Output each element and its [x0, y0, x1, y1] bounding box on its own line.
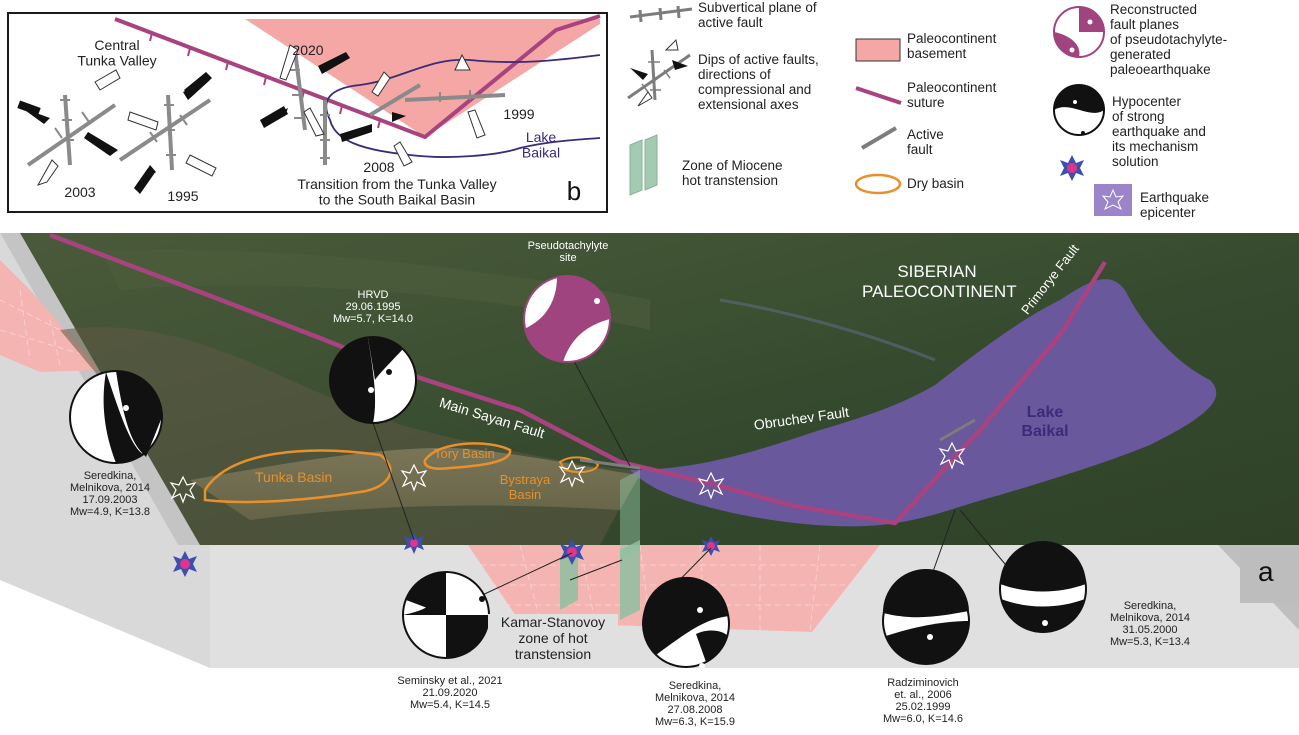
inset-panel-letter: b: [567, 176, 581, 206]
legend-hypocenter-label: Hypocenter of strong earthquake and its …: [1112, 94, 1206, 169]
miocene-zone-block: [560, 470, 640, 620]
event-1995-label: HRVD 29.06.1995 Mw=5.7, K=14.0: [332, 289, 414, 325]
mechanism-2000: [999, 541, 1087, 633]
legend-subvertical-label: Subvertical plane of active fault: [698, 0, 817, 30]
mechanism-2020: [402, 571, 490, 659]
legend-active-fault-label: Active fault: [907, 127, 944, 157]
tunka-basin-outline: [203, 449, 392, 504]
legend-dips-icon: [627, 38, 691, 107]
inset-lake-outline: [325, 54, 601, 158]
event-2003-label: Seredkina, Melnikova, 2014 17.09.2003 Mw…: [69, 470, 151, 518]
tunka-basin-label: Tunka Basin: [255, 469, 333, 485]
legend-miocene-label: Zone of Miocene hot transtension: [682, 158, 783, 188]
mechanism-pseudotachylyte: [523, 275, 611, 363]
connector-lines: [371, 347, 1011, 601]
bystraya-basin-outline: [558, 456, 600, 474]
legend-dry-basin-label: Dry basin: [907, 176, 965, 191]
mechanism-1995: [329, 336, 417, 424]
legend-hypocenter-icon: [1053, 84, 1105, 136]
inset-compression-arrows: [17, 52, 406, 194]
legend-suture-swatch: [855, 86, 902, 105]
legend-epicenter-icon: [1060, 155, 1084, 181]
legend: [627, 5, 1132, 216]
mechanism-1999: [882, 568, 970, 665]
event-2008-label: Seredkina, Melnikova, 2014 27.08.2008 Mw…: [654, 680, 736, 728]
inset-year-2008: 2008: [363, 159, 394, 175]
surface-active-faults: [579, 418, 976, 470]
event-2020-label: Seminsky et al., 2021 21.09.2020 Mw=5.4,…: [397, 675, 503, 711]
tory-basin-outline: [423, 442, 512, 470]
inset-basement: [115, 19, 600, 137]
inset-suture: [114, 14, 601, 140]
lake-baikal: [630, 279, 1217, 527]
inset-extension-arrows: [36, 44, 486, 186]
inset-year-2003: 2003: [64, 184, 95, 200]
pseudotachylyte-label: Pseudotachylyte site: [527, 240, 609, 264]
legend-basement-swatch: [855, 38, 901, 62]
legend-suture-label: Paleocontinent suture: [907, 80, 997, 110]
inset-year-2020: 2020: [292, 42, 323, 58]
mechanism-2003: [69, 370, 163, 464]
tunka-valley: [190, 447, 640, 520]
main-sayan-suture: [49, 232, 1107, 526]
event-1999-label: Radziminovich et. al., 2006 25.02.1999 M…: [882, 677, 964, 725]
bystraya-basin-label: Bystraya Basin: [499, 472, 551, 502]
legend-miocene-icon: [629, 134, 658, 196]
legend-dry-basin-swatch: [854, 173, 902, 195]
kamar-stanovoy-label: Kamar-Stanovoy zone of hot transtension: [488, 614, 618, 662]
block-diagram-a: [0, 232, 1299, 669]
legend-dips-label: Dips of active faults, directions of com…: [698, 52, 819, 112]
inset-year-1995: 1995: [167, 188, 198, 204]
inset-year-1999: 1999: [503, 106, 534, 122]
legend-subvertical-icon: [629, 5, 693, 23]
mechanism-2008: [642, 576, 730, 669]
legend-basement-label: Paleocontinent basement: [907, 31, 997, 61]
legend-epicenter-label: Earthquake epicenter: [1140, 190, 1210, 220]
siberian-label: SIBERIAN PALEOCONTINENT: [862, 262, 1017, 301]
lake-baikal-label: Lake Baikal: [1021, 404, 1069, 440]
legend-active-fault-swatch: [860, 126, 898, 150]
epicenter-markers: [169, 441, 966, 504]
event-2000-label: Seredkina, Melnikova, 2014 31.05.2000 Mw…: [1109, 600, 1191, 648]
legend-reconstructed-label: Reconstructed fault planes of pseudotach…: [1110, 2, 1228, 77]
panel-a-letter: a: [1258, 556, 1274, 587]
tory-basin-label: Tory Basin: [434, 446, 495, 461]
legend-reconstructed-icon: [1053, 6, 1105, 58]
